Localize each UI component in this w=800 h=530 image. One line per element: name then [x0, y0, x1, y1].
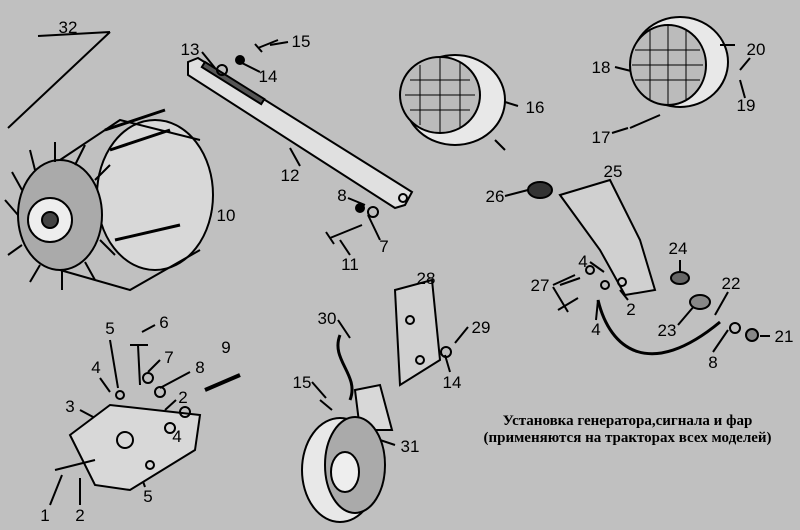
leader-lines [7, 31, 770, 506]
part-label: 2 [75, 506, 85, 525]
part-label: 9 [221, 338, 231, 357]
tension-bracket [187, 56, 414, 210]
diagram-caption: Установка генератора,сигнала и фар (прим… [455, 413, 800, 447]
part-label: 24 [668, 239, 688, 258]
part-label: 26 [485, 187, 505, 206]
part-label: 11 [341, 255, 359, 274]
part-label: 2 [626, 300, 636, 319]
part-label: 13 [180, 40, 200, 59]
part-label: 29 [471, 318, 491, 337]
part-label: 14 [258, 67, 278, 86]
part-label: 5 [143, 487, 153, 506]
headlight-left [399, 54, 553, 199]
part-label: 15 [292, 373, 312, 392]
horn-assembly [301, 278, 452, 523]
part-label: 6 [159, 313, 169, 332]
part-label: 17 [591, 128, 611, 147]
part-label: 4 [578, 252, 588, 271]
part-label: 20 [746, 40, 766, 59]
headlight-bracket [557, 178, 759, 356]
part-label: 4 [91, 358, 101, 377]
alternator [4, 108, 214, 292]
part-label: 15 [291, 32, 311, 51]
part-label: 1 [40, 506, 50, 525]
caption-subtitle: (применяются на тракторах всех моделей) [483, 430, 772, 446]
part-label: 4 [172, 427, 182, 446]
part-label: 16 [525, 98, 545, 117]
part-label: 8 [708, 353, 718, 372]
part-label: 30 [317, 309, 337, 328]
caption-title: Установка генератора,сигнала и фар [502, 413, 753, 429]
part-label: 8 [195, 358, 205, 377]
part-label: 31 [400, 437, 420, 456]
part-label: 12 [280, 166, 300, 185]
part-label: 14 [442, 373, 462, 392]
part-label: 22 [721, 274, 741, 293]
part-label: 5 [105, 319, 115, 338]
part-label: 23 [657, 321, 677, 340]
fan-fins [4, 142, 116, 290]
part-label: 27 [530, 276, 550, 295]
alternator-mount-bracket [54, 344, 241, 492]
part-label: 32 [58, 18, 78, 37]
part-label: 19 [736, 96, 756, 115]
part-label: 18 [591, 58, 611, 77]
part-label: 3 [65, 397, 75, 416]
part-label: 2 [178, 388, 188, 407]
upper-fasteners [216, 39, 379, 245]
part-label: 25 [603, 162, 623, 181]
part-label: 7 [164, 348, 174, 367]
part-label: 28 [416, 269, 436, 288]
part-label: 10 [216, 206, 236, 225]
part-label: 4 [591, 320, 601, 339]
part-label: 7 [379, 237, 389, 256]
part-label: 21 [774, 327, 794, 346]
headlight-right [629, 16, 735, 129]
part-label: 8 [337, 186, 347, 205]
